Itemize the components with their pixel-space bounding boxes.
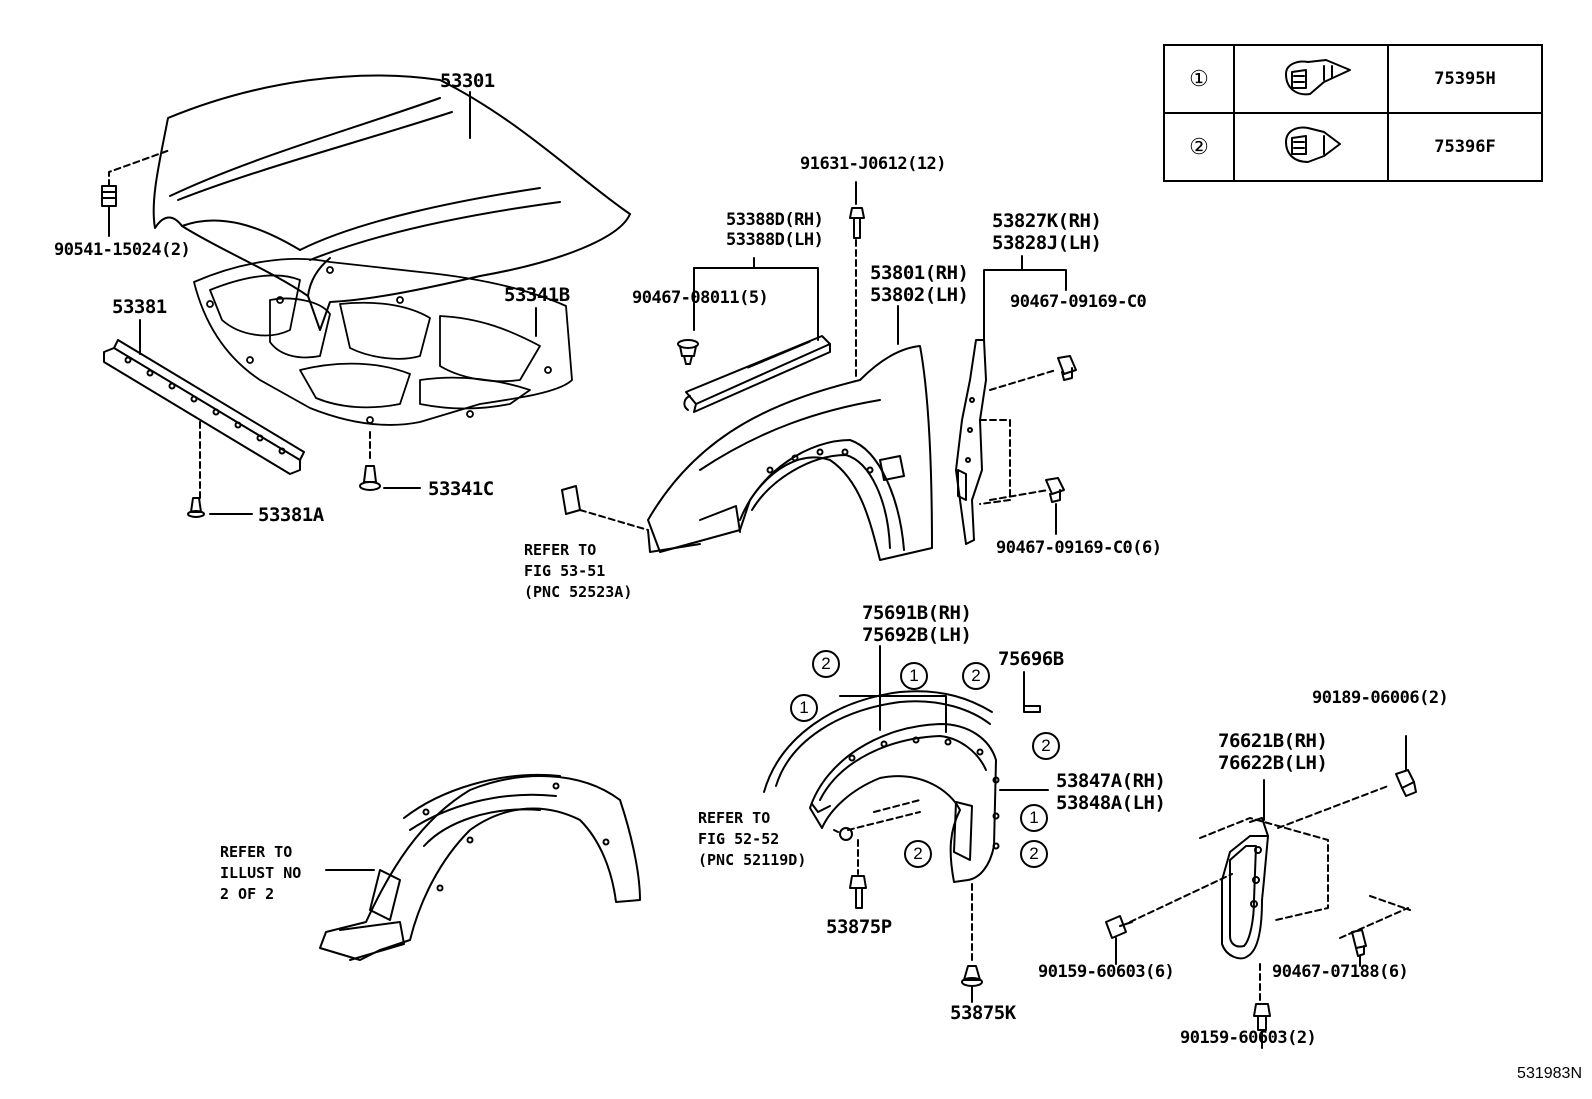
legend-part-number: 75396F xyxy=(1387,112,1543,182)
bolt-53875P-icon xyxy=(849,839,867,909)
mud-flap xyxy=(1221,817,1269,960)
dash xyxy=(1277,785,1389,829)
clip-53341C-icon xyxy=(359,431,421,491)
label-53388D-lh: 53388D(LH) xyxy=(726,230,824,250)
refer-to-fig-53-51: REFER TO FIG 53-51 (PNC 52523A) xyxy=(524,541,633,601)
label-53381: 53381 xyxy=(112,296,167,318)
label-53848A: 53848A(LH) xyxy=(1056,792,1166,814)
screw-90159-bottom-icon xyxy=(1253,1003,1271,1049)
inner-fender-liner xyxy=(319,773,641,961)
label-90159-2: 90159-60603(2) xyxy=(1180,1028,1317,1048)
legend-row: ① 75395H xyxy=(1163,44,1543,114)
label-53827K: 53827K(RH) xyxy=(992,210,1102,232)
refer-to-illust: REFER TO ILLUST NO 2 OF 2 xyxy=(220,843,302,903)
clip-small-icon xyxy=(833,827,853,841)
clip-53381A-icon xyxy=(187,497,253,518)
fender-seal xyxy=(683,335,831,413)
label-53301: 53301 xyxy=(440,70,495,92)
label-53341C: 53341C xyxy=(428,478,494,500)
hood-panel xyxy=(152,74,631,331)
clip-90467-09169-icon xyxy=(1045,355,1077,535)
front-fender xyxy=(647,345,933,561)
hood-insulator xyxy=(193,258,573,426)
legend-icon-cell xyxy=(1233,112,1389,182)
callout-2: 2 xyxy=(904,840,932,868)
dash xyxy=(873,799,921,813)
hood-seal xyxy=(103,327,305,501)
fender-block-icon xyxy=(561,485,649,531)
dash xyxy=(1369,895,1411,911)
tape-75696B-icon xyxy=(1023,671,1041,713)
dash xyxy=(1199,817,1329,921)
dash xyxy=(979,419,1011,505)
fender-bracket xyxy=(955,339,987,545)
dash xyxy=(989,489,1049,501)
legend-mark: ② xyxy=(1163,112,1235,182)
bolt-91631-icon xyxy=(849,181,865,379)
callout-1: 1 xyxy=(1020,804,1048,832)
callout-2: 2 xyxy=(1020,840,1048,868)
label-90189: 90189-06006(2) xyxy=(1312,688,1449,708)
label-53875P: 53875P xyxy=(826,916,892,938)
leader xyxy=(839,695,947,733)
legend-part-number: 75395H xyxy=(1387,44,1543,114)
label-90467-09169: 90467-09169-C0 xyxy=(1010,292,1147,312)
label-90467-08011: 90467-08011(5) xyxy=(632,288,769,308)
dash xyxy=(989,369,1057,391)
label-75692B: 75692B(LH) xyxy=(862,624,972,646)
label-53388D-rh: 53388D(RH) xyxy=(726,210,824,230)
clip-90467-08011-icon xyxy=(677,339,699,365)
label-53801: 53801(RH) xyxy=(870,262,969,284)
figure-code: 531983N xyxy=(1517,1065,1582,1082)
callout-1: 1 xyxy=(900,662,928,690)
fender-flare xyxy=(763,690,1000,883)
callout-2: 2 xyxy=(1032,732,1060,760)
label-76621B: 76621B(RH) xyxy=(1218,730,1328,752)
dash xyxy=(1129,873,1233,923)
clip-legend-table: ① 75395H ② 75396F xyxy=(1163,44,1543,182)
dash xyxy=(847,811,921,831)
callout-2: 2 xyxy=(812,650,840,678)
fastener-90541-icon xyxy=(101,149,171,237)
clip-53875K-icon xyxy=(961,883,983,1003)
label-53802: 53802(LH) xyxy=(870,284,969,306)
label-75691B: 75691B(RH) xyxy=(862,602,972,624)
legend-mark: ① xyxy=(1163,44,1235,114)
label-90467-09169-6: 90467-09169-C0(6) xyxy=(996,538,1162,558)
label-75696B: 75696B xyxy=(998,648,1064,670)
label-53341B: 53341B xyxy=(504,284,570,306)
nut-90189-icon xyxy=(1395,735,1417,797)
callout-1: 1 xyxy=(790,694,818,722)
dash xyxy=(1339,907,1409,939)
label-90467-07188: 90467-07188(6) xyxy=(1272,962,1409,982)
refer-to-fig-52-52: REFER TO FIG 52-52 (PNC 52119D) xyxy=(698,809,807,869)
legend-row: ② 75396F xyxy=(1163,112,1543,182)
label-53828J: 53828J(LH) xyxy=(992,232,1102,254)
label-76622B: 76622B(LH) xyxy=(1218,752,1328,774)
label-90159-6: 90159-60603(6) xyxy=(1038,962,1175,982)
legend-icon-cell xyxy=(1233,44,1389,114)
label-53847A: 53847A(RH) xyxy=(1056,770,1166,792)
label-53381A: 53381A xyxy=(258,504,324,526)
callout-2: 2 xyxy=(962,662,990,690)
label-91631: 91631-J0612(12) xyxy=(800,154,947,174)
clip-90467-07188-icon xyxy=(1351,929,1367,967)
label-53875K: 53875K xyxy=(950,1002,1016,1024)
bracket-leader xyxy=(983,269,1067,291)
label-90541: 90541-15024(2) xyxy=(54,240,191,260)
screw-90159-icon xyxy=(1105,915,1133,965)
